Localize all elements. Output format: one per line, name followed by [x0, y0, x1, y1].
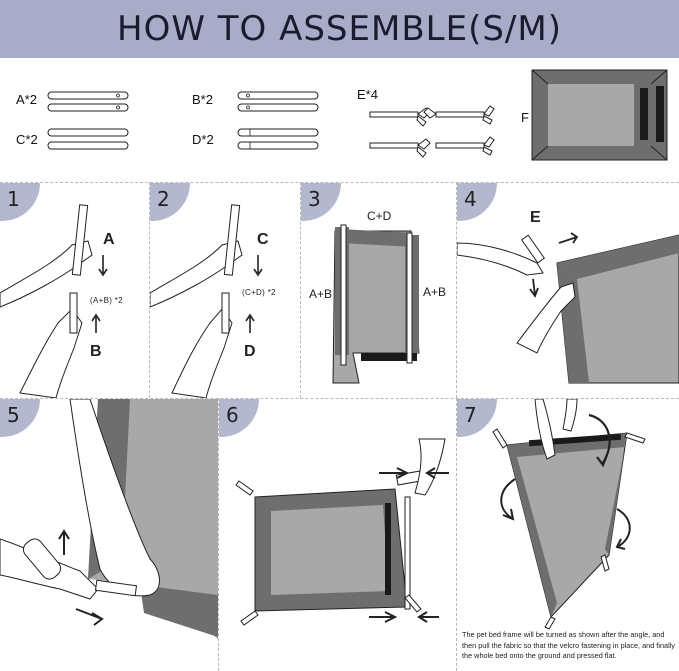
grid-divider	[456, 182, 457, 398]
step-2-panel: 2 C (C+D) *2 D	[150, 183, 300, 398]
step-7-panel: 7	[457, 399, 679, 671]
part-d-label: D*2	[192, 132, 214, 147]
part-c-label: C*2	[16, 132, 38, 147]
step-1-label-bottom: B	[90, 343, 102, 360]
part-e-label: E*4	[357, 87, 378, 102]
title-banner: HOW TO ASSEMBLE(S/M)	[0, 0, 679, 58]
tube-c-2	[47, 141, 129, 150]
step-6-panel: 6	[219, 399, 456, 671]
step-4-illustration	[457, 232, 679, 384]
step-1-illustration	[0, 204, 108, 398]
step-2-label-top: C	[257, 231, 269, 248]
grid-divider	[149, 182, 150, 398]
step-3-illustration	[332, 224, 420, 384]
parts-illustration	[47, 69, 668, 161]
step-1-note: (A+B) *2	[90, 296, 123, 305]
tube-d-2	[237, 141, 319, 150]
step-2-badge: 2	[150, 183, 190, 221]
step-6-illustration	[235, 438, 449, 626]
step-2-label-bottom: D	[244, 343, 256, 360]
step-7-badge: 7	[457, 399, 497, 437]
step-3-panel: 3 C+D A+B A+B	[301, 183, 456, 398]
part-b-label: B*2	[192, 92, 213, 107]
step-1-panel: 1 A (A+B) *2 B	[0, 183, 149, 398]
grid-divider	[218, 398, 219, 671]
step-5-badge: 5	[0, 399, 40, 437]
step-4-panel: 4 E	[457, 183, 679, 398]
fabric-f	[531, 69, 668, 161]
tube-b-1	[237, 91, 319, 100]
step-7-illustration	[492, 399, 646, 630]
step-1-label-top: A	[103, 231, 115, 248]
step-5-panel: 5	[0, 399, 218, 671]
part-f-label: F	[521, 110, 529, 125]
grid-divider	[300, 182, 301, 398]
step-3-label-right: A+B	[423, 285, 447, 299]
tube-a-2	[47, 103, 129, 112]
page-title: HOW TO ASSEMBLE(S/M)	[117, 9, 562, 49]
step-3-label-left: A+B	[309, 287, 333, 301]
tube-a-1	[47, 91, 129, 100]
tube-c-1	[47, 128, 129, 137]
grid-divider	[456, 398, 457, 671]
step-2-note: (C+D) *2	[242, 288, 276, 297]
tube-d-1	[237, 128, 319, 137]
step-4-label-top: E	[530, 209, 541, 226]
step-5-illustration	[0, 399, 218, 639]
step-3-label-top: C+D	[367, 209, 392, 223]
grid-divider	[0, 182, 679, 183]
part-a-label: A*2	[16, 92, 37, 107]
connectors-e	[369, 105, 495, 158]
step-7-caption: The pet bed frame will be turned as show…	[462, 630, 675, 660]
step-2-illustration	[150, 204, 263, 398]
tube-b-2	[237, 103, 319, 112]
grid-divider	[0, 398, 679, 399]
